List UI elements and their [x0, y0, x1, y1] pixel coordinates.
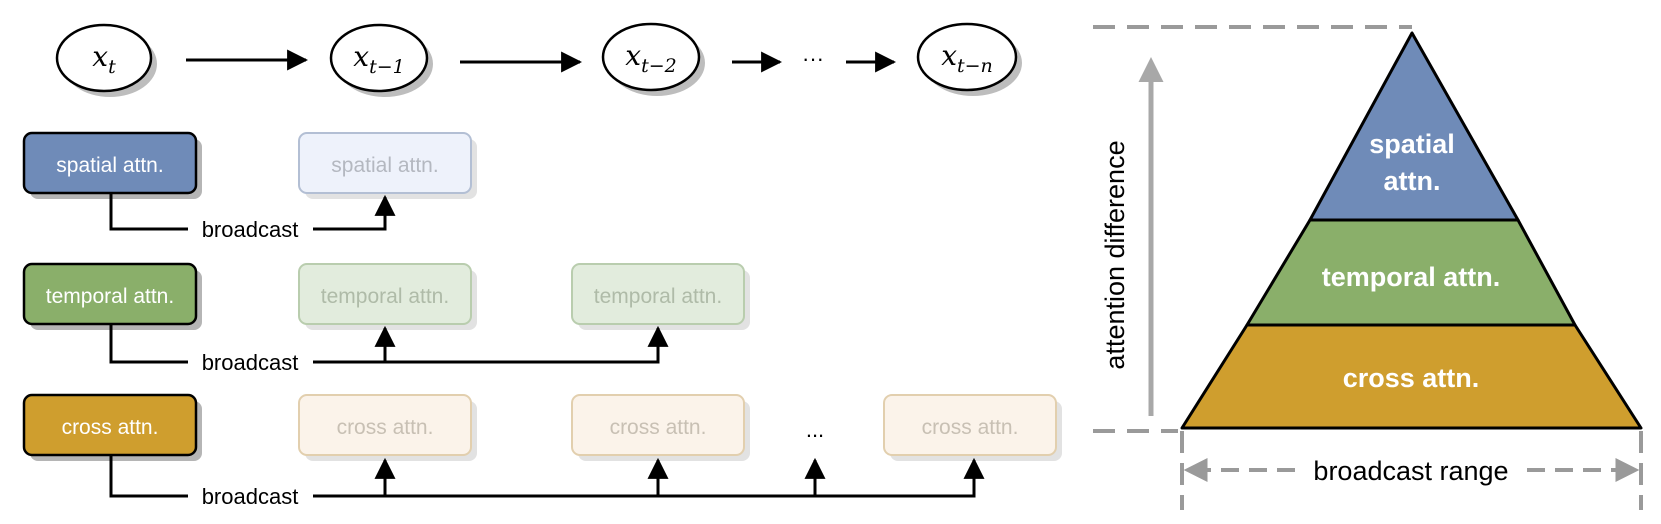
broadcast-arrow — [313, 194, 396, 231]
pyramid-panel: attention difference spatial attn. tempo… — [1093, 25, 1643, 510]
timeline-ellipsis: ··· — [802, 46, 824, 71]
cross-row: cross attn. cross attn. cross attn. ... … — [22, 393, 1062, 509]
timestep-sub: t−n — [957, 55, 993, 77]
cross-attn-ghost-label: cross attn. — [337, 416, 434, 439]
attention-difference-label: attention difference — [1100, 140, 1130, 369]
spatial-attn-label: spatial attn. — [56, 154, 163, 177]
pyramid-cross-label: cross attn. — [1343, 363, 1480, 393]
broadcast-label: broadcast — [202, 217, 299, 242]
broadcast-label: broadcast — [202, 484, 299, 509]
cross-attn-ghost-box — [571, 394, 745, 456]
temporal-attn-ghost-label: temporal attn. — [321, 285, 449, 308]
pyramid-temporal-label: temporal attn. — [1322, 262, 1501, 292]
timestep-base: x — [941, 39, 957, 72]
spatial-row: spatial attn. spatial attn. broadcast — [22, 131, 477, 242]
cross-attn-ghost-label: cross attn. — [922, 416, 1019, 439]
pyramid-spatial-label-line2: attn. — [1384, 166, 1441, 196]
broadcast-label: broadcast — [202, 350, 299, 375]
broadcast-connector — [109, 193, 188, 231]
cross-attn-ghost-label: cross attn. — [610, 416, 707, 439]
svg-text:xt−2: xt−2 — [625, 39, 676, 77]
timeline: xt xt−1 xt−2 ··· xt− — [55, 22, 1022, 97]
broadcast-connector — [109, 455, 188, 498]
timestep-base: x — [353, 40, 369, 73]
temporal-attn-label: temporal attn. — [46, 285, 174, 308]
timestep-sub: t — [108, 56, 116, 78]
cross-attn-ghost-box — [298, 394, 472, 456]
svg-text:xt−1: xt−1 — [353, 40, 404, 78]
cross-attn-label: cross attn. — [62, 416, 159, 439]
timestep-base: x — [625, 39, 641, 72]
spatial-attn-ghost-box — [298, 132, 472, 194]
temporal-attn-ghost-label: temporal attn. — [594, 285, 722, 308]
svg-text:xt−n: xt−n — [941, 39, 993, 77]
svg-text:xt: xt — [92, 40, 116, 78]
timestep-sub: t−1 — [369, 56, 405, 78]
timestep-node-t-1: xt−1 — [329, 23, 433, 97]
timestep-sub: t−2 — [641, 55, 677, 77]
spatial-attn-ghost-label: spatial attn. — [331, 154, 438, 177]
timestep-base: x — [92, 40, 108, 73]
timestep-node-t-n: xt−n — [916, 22, 1022, 96]
cross-row-ellipsis: ... — [806, 417, 824, 442]
timestep-node-t-2: xt−2 — [601, 22, 705, 96]
broadcast-range-label: broadcast range — [1313, 456, 1508, 486]
pyramid-spatial-label-line1: spatial — [1369, 129, 1455, 159]
temporal-attn-ghost-box — [571, 263, 745, 325]
cross-attn-ghost-box — [883, 394, 1057, 456]
broadcast-connector — [109, 324, 188, 364]
temporal-attn-ghost-box — [298, 263, 472, 325]
broadcast-connector — [313, 457, 985, 498]
pyramid-cross-layer — [1180, 323, 1643, 430]
broadcast-connector — [313, 325, 669, 364]
temporal-row: temporal attn. temporal attn. temporal a… — [22, 262, 750, 375]
timestep-node-t: xt — [55, 23, 157, 97]
